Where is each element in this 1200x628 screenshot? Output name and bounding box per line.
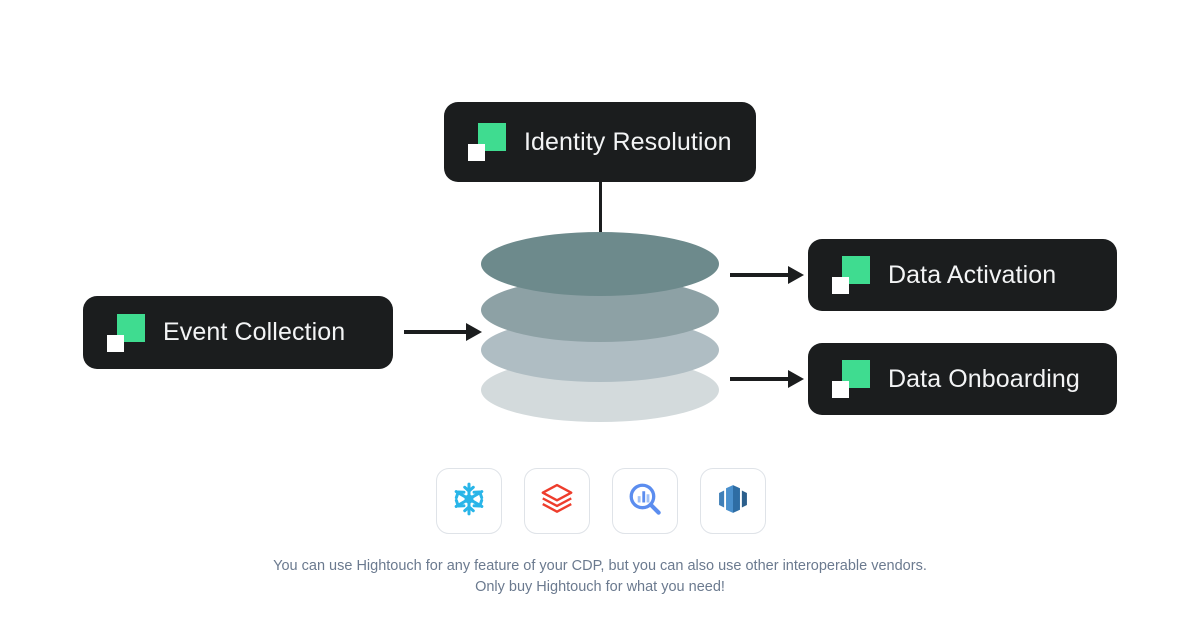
vendor-tile-redshift[interactable] <box>700 468 766 534</box>
node-data-activation[interactable]: Data Activation <box>808 239 1117 311</box>
hightouch-logo-icon <box>107 313 145 352</box>
hightouch-logo-icon <box>832 256 870 294</box>
node-data-onboarding[interactable]: Data Onboarding <box>808 343 1117 415</box>
hightouch-logo-icon <box>468 123 506 161</box>
warehouse-layer-1 <box>481 232 719 296</box>
arrow-event-collection-to-warehouse <box>404 319 482 345</box>
redshift-icon <box>714 480 752 523</box>
arrow-shaft <box>404 330 466 334</box>
logo-white-square <box>832 277 849 294</box>
arrow-shaft <box>730 273 788 277</box>
logo-white-square <box>832 381 849 398</box>
databricks-icon <box>538 480 576 523</box>
bigquery-icon <box>626 480 664 523</box>
node-event-collection-label: Event Collection <box>163 318 346 346</box>
node-data-activation-label: Data Activation <box>888 260 1057 289</box>
arrow-head-icon <box>788 266 804 284</box>
arrow-head-icon <box>466 323 482 341</box>
arrow-warehouse-to-data-activation <box>730 262 804 288</box>
vendor-tile-snowflake[interactable] <box>436 468 502 534</box>
vendor-tile-databricks[interactable] <box>524 468 590 534</box>
arrow-head-icon <box>788 370 804 388</box>
arrow-shaft <box>730 377 788 381</box>
connector-identity-to-warehouse <box>599 182 602 238</box>
node-event-collection[interactable]: Event Collection <box>83 296 393 369</box>
diagram-caption: You can use Hightouch for any feature of… <box>0 556 1200 598</box>
logo-white-square <box>468 144 485 161</box>
hightouch-logo-icon <box>832 360 870 398</box>
vendor-logo-row <box>436 468 766 534</box>
node-identity-resolution[interactable]: Identity Resolution <box>444 102 756 182</box>
caption-line-2: Only buy Hightouch for what you need! <box>475 579 725 595</box>
arrow-warehouse-to-data-onboarding <box>730 366 804 392</box>
data-warehouse-cylinder <box>481 232 719 422</box>
logo-white-square <box>107 334 124 352</box>
node-identity-resolution-label: Identity Resolution <box>524 127 732 156</box>
node-data-onboarding-label: Data Onboarding <box>888 364 1080 393</box>
vendor-tile-bigquery[interactable] <box>612 468 678 534</box>
snowflake-icon <box>450 480 488 523</box>
caption-line-1: You can use Hightouch for any feature of… <box>273 558 927 574</box>
